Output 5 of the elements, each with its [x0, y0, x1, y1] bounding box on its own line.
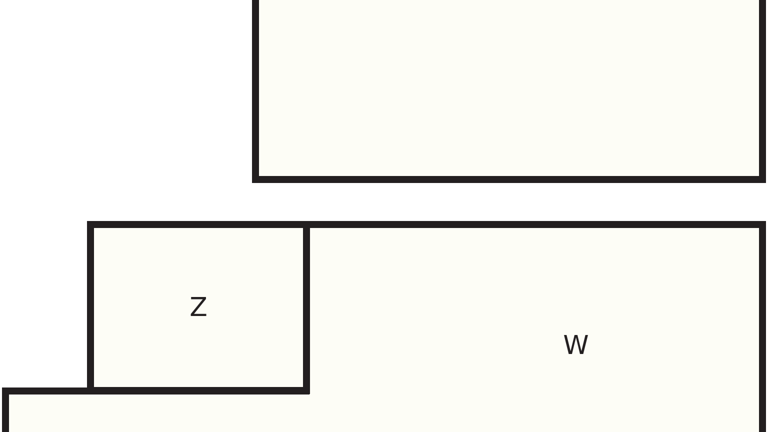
stepped-region [0, 221, 766, 432]
rectangle-region [252, 0, 766, 183]
region-label: Z [190, 294, 208, 320]
region-label: W [563, 333, 589, 359]
rectangle-region [87, 221, 310, 394]
